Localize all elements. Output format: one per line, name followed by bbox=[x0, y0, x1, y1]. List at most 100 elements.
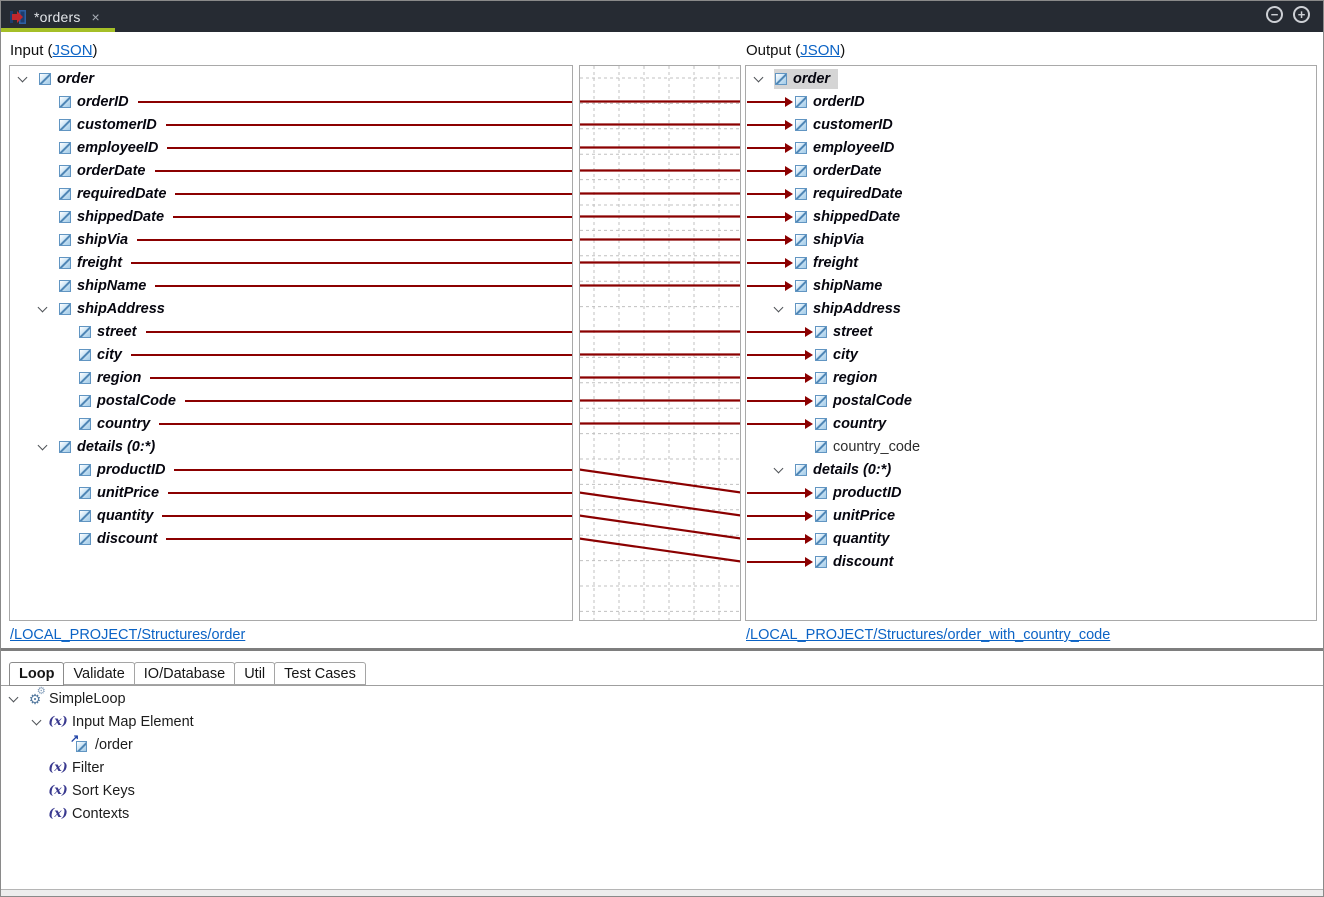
field-label: orderDate bbox=[813, 162, 882, 179]
input-field-unitprice[interactable]: unitPrice bbox=[10, 481, 572, 504]
input-field-shipaddress[interactable]: shipAddress bbox=[10, 297, 572, 320]
output-field-unitprice[interactable]: unitPrice bbox=[746, 504, 1316, 527]
input-field-shippeddate[interactable]: shippedDate bbox=[10, 205, 572, 228]
expand-button[interactable]: + bbox=[1293, 6, 1310, 23]
loop-tree-item-filter[interactable]: (x)Filter bbox=[1, 756, 1323, 779]
input-field-quantity[interactable]: quantity bbox=[10, 504, 572, 527]
chevron-down-icon[interactable] bbox=[9, 693, 19, 703]
loop-tree-item-simpleloop[interactable]: ⚙⚙SimpleLoop bbox=[1, 686, 1323, 710]
loop-tree-item-contexts[interactable]: (x)Contexts bbox=[1, 802, 1323, 825]
input-field-customerid[interactable]: customerID bbox=[10, 113, 572, 136]
output-field-city[interactable]: city bbox=[746, 343, 1316, 366]
element-icon bbox=[59, 210, 71, 223]
field-row-content: customerID bbox=[58, 115, 165, 135]
output-field-orderdate[interactable]: orderDate bbox=[746, 159, 1316, 182]
input-field-orderdate[interactable]: orderDate bbox=[10, 159, 572, 182]
close-icon[interactable]: × bbox=[91, 8, 100, 25]
output-structure-link[interactable]: /LOCAL_PROJECT/Structures/order_with_cou… bbox=[746, 627, 1111, 643]
input-field-country[interactable]: country bbox=[10, 412, 572, 435]
output-field-productid[interactable]: productID bbox=[746, 481, 1316, 504]
loop-tree-item-input-map-element[interactable]: (x)Input Map Element bbox=[1, 710, 1323, 733]
input-field-orderid[interactable]: orderID bbox=[10, 90, 572, 113]
input-field-discount[interactable]: discount bbox=[10, 527, 572, 550]
output-field-region[interactable]: region bbox=[746, 366, 1316, 389]
field-label: country bbox=[97, 415, 151, 432]
chevron-down-icon[interactable] bbox=[754, 73, 764, 83]
input-structure-link[interactable]: /LOCAL_PROJECT/Structures/order bbox=[10, 627, 246, 643]
output-field-postalcode[interactable]: postalCode bbox=[746, 389, 1316, 412]
output-field-shippeddate[interactable]: shippedDate bbox=[746, 205, 1316, 228]
output-field-freight[interactable]: freight bbox=[746, 251, 1316, 274]
field-row-content: street bbox=[78, 322, 145, 342]
output-field-discount[interactable]: discount bbox=[746, 550, 1316, 573]
output-field-quantity[interactable]: quantity bbox=[746, 527, 1316, 550]
output-field-country-code[interactable]: country_code bbox=[746, 435, 1316, 458]
collapse-button[interactable]: − bbox=[1266, 6, 1283, 23]
output-field-country[interactable]: country bbox=[746, 412, 1316, 435]
mapping-line bbox=[184, 399, 572, 402]
output-field-order[interactable]: order bbox=[746, 67, 1316, 90]
input-field-shipname[interactable]: shipName bbox=[10, 274, 572, 297]
input-field-shipvia[interactable]: shipVia bbox=[10, 228, 572, 251]
output-field-shipvia[interactable]: shipVia bbox=[746, 228, 1316, 251]
element-icon bbox=[815, 371, 827, 384]
chevron-down-icon[interactable] bbox=[774, 464, 784, 474]
field-row-content: postalCode bbox=[78, 391, 184, 411]
field-row-content: discount bbox=[814, 552, 901, 572]
input-field-region[interactable]: region bbox=[10, 366, 572, 389]
tab-io-database[interactable]: IO/Database bbox=[133, 662, 236, 685]
chevron-down-icon[interactable] bbox=[38, 441, 48, 451]
chevron-down-icon[interactable] bbox=[38, 303, 48, 313]
output-field-shipname[interactable]: shipName bbox=[746, 274, 1316, 297]
loop-tree-item-sort-keys[interactable]: (x)Sort Keys bbox=[1, 779, 1323, 802]
input-field-order[interactable]: order bbox=[10, 67, 572, 90]
input-json-link[interactable]: JSON bbox=[52, 42, 93, 59]
input-field-postalcode[interactable]: postalCode bbox=[10, 389, 572, 412]
input-field-requireddate[interactable]: requiredDate bbox=[10, 182, 572, 205]
mapping-canvas[interactable] bbox=[579, 65, 741, 621]
output-field-orderid[interactable]: orderID bbox=[746, 90, 1316, 113]
document-tab-bar: *orders × − + bbox=[1, 1, 1323, 32]
input-field-city[interactable]: city bbox=[10, 343, 572, 366]
input-field-productid[interactable]: productID bbox=[10, 458, 572, 481]
output-field-shipaddress[interactable]: shipAddress bbox=[746, 297, 1316, 320]
tab-orders[interactable]: *orders × bbox=[1, 1, 115, 32]
input-field-employeeid[interactable]: employeeID bbox=[10, 136, 572, 159]
tab-validate[interactable]: Validate bbox=[63, 662, 135, 685]
chevron-down-icon[interactable] bbox=[774, 303, 784, 313]
output-field-street[interactable]: street bbox=[746, 320, 1316, 343]
field-row-content: orderDate bbox=[794, 161, 890, 181]
output-field-details-0[interactable]: details (0:*) bbox=[746, 458, 1316, 481]
mapping-line bbox=[162, 514, 572, 517]
element-icon bbox=[795, 141, 807, 154]
function-icon: (x) bbox=[48, 759, 68, 775]
chevron-down-icon[interactable] bbox=[18, 73, 28, 83]
mapping-line bbox=[175, 192, 572, 195]
output-field-customerid[interactable]: customerID bbox=[746, 113, 1316, 136]
field-row-content: region bbox=[814, 368, 885, 388]
mapping-line bbox=[137, 238, 572, 241]
input-field-street[interactable]: street bbox=[10, 320, 572, 343]
loop-tree-label: Contexts bbox=[72, 805, 130, 822]
field-label: shipAddress bbox=[813, 300, 901, 317]
tab-util[interactable]: Util bbox=[234, 662, 276, 685]
element-icon bbox=[815, 325, 827, 338]
element-icon bbox=[59, 141, 71, 154]
input-field-details-0[interactable]: details (0:*) bbox=[10, 435, 572, 458]
output-field-employeeid[interactable]: employeeID bbox=[746, 136, 1316, 159]
horizontal-splitter[interactable] bbox=[1, 648, 1323, 651]
input-field-freight[interactable]: freight bbox=[10, 251, 572, 274]
field-label: quantity bbox=[833, 530, 890, 547]
element-icon bbox=[79, 509, 91, 522]
field-label: quantity bbox=[97, 507, 154, 524]
chevron-down-icon[interactable] bbox=[32, 716, 42, 726]
tab-loop[interactable]: Loop bbox=[9, 662, 65, 686]
field-label: discount bbox=[97, 530, 158, 547]
output-field-requireddate[interactable]: requiredDate bbox=[746, 182, 1316, 205]
tab-test-cases[interactable]: Test Cases bbox=[274, 662, 366, 685]
field-row-content: country bbox=[78, 414, 158, 434]
output-json-link[interactable]: JSON bbox=[800, 42, 841, 59]
loop-tree-item-order[interactable]: ↗/order bbox=[1, 733, 1323, 756]
